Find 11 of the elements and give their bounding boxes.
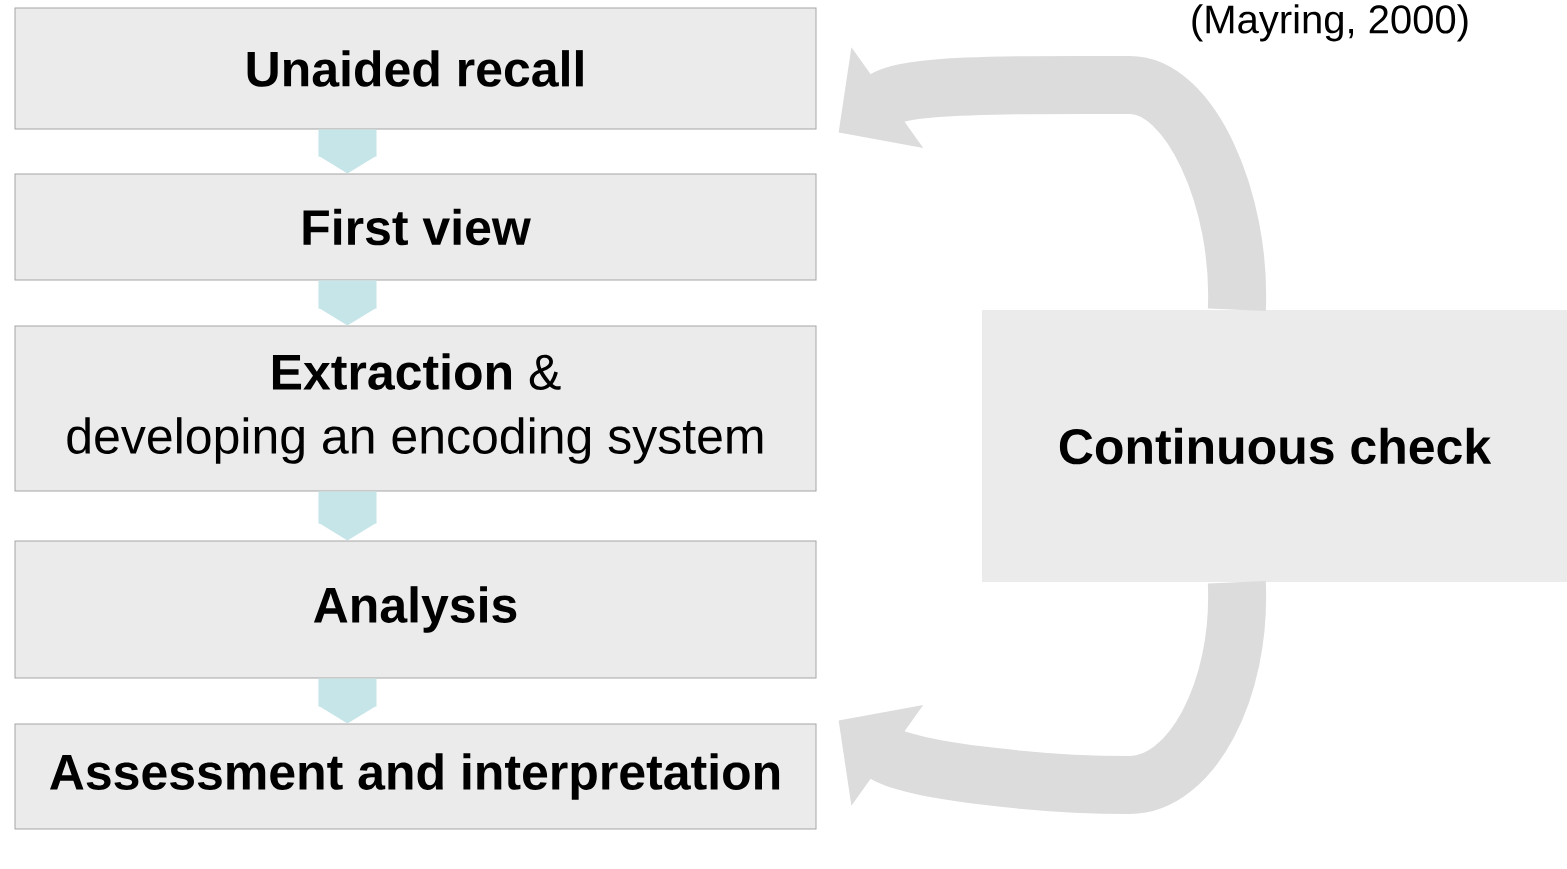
chevron-arrow	[318, 491, 377, 541]
process-box: Assessment and interpretation	[14, 723, 817, 830]
process-box: Analysis	[14, 540, 817, 679]
chevron-arrow	[318, 280, 377, 326]
process-box: Unaided recall	[14, 7, 817, 130]
check-box: Continuous check	[982, 310, 1567, 582]
citation: (Mayring, 2000)	[1192, 4, 1468, 42]
chevron-arrow	[318, 678, 377, 724]
chevron-arrow	[318, 129, 377, 174]
process-box: Extraction & developing an encoding system	[14, 325, 817, 492]
process-box: First view	[14, 173, 817, 281]
